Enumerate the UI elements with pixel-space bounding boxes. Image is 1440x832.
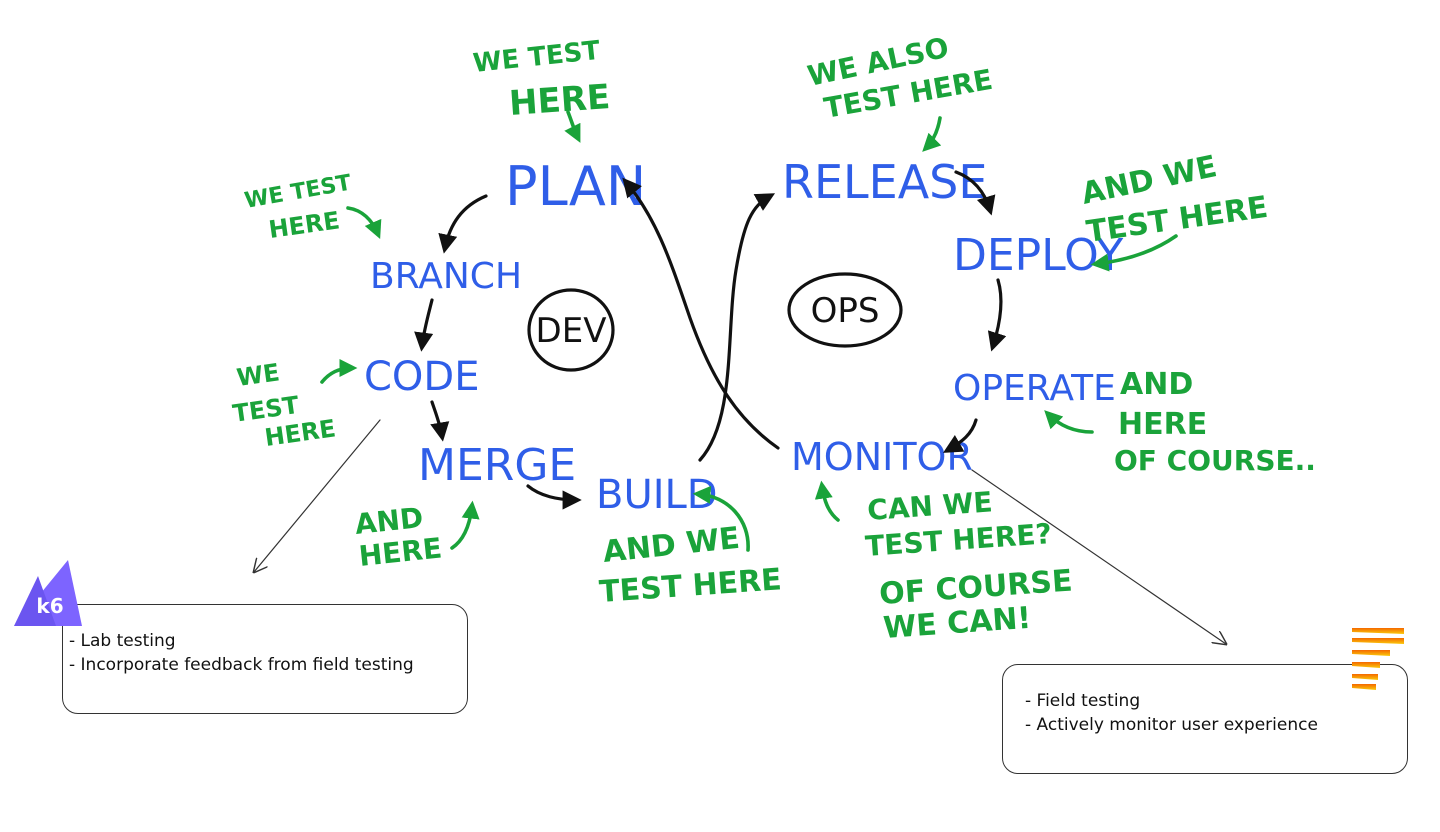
dev-hub: DEV — [527, 288, 615, 372]
note-build-arrow — [692, 485, 750, 552]
stage-plan: PLAN — [505, 155, 646, 218]
note-deploy: AND WE TEST HERE — [1078, 149, 1270, 272]
connector-to-field-box — [971, 469, 1226, 644]
stage-release: RELEASE — [782, 155, 987, 209]
note-plan-line-1: WE TEST — [472, 36, 602, 79]
dev-hub-circle — [527, 288, 615, 372]
k6-logo-icon — [14, 560, 82, 626]
note-code: WE TEST HERE — [231, 358, 358, 452]
note-monitor-line-1: CAN WE — [866, 485, 993, 527]
dev-hub-label: DEV — [536, 311, 607, 351]
note-release: WE ALSO TEST HERE — [805, 31, 995, 152]
stage-merge: MERGE — [418, 440, 576, 491]
lab-testing-item: - Lab testing — [69, 631, 176, 651]
stage-branch: BRANCH — [370, 256, 522, 297]
ops-hub: OPS — [787, 272, 903, 348]
field-testing-box: - Field testing - Actively monitor user … — [1002, 664, 1408, 774]
note-release-arrow — [922, 116, 942, 152]
field-testing-item: - Field testing — [1025, 691, 1141, 711]
arrow-merge-to-build — [526, 484, 582, 510]
note-deploy-arrow — [1090, 234, 1178, 272]
connector-to-lab-box — [254, 419, 381, 572]
field-testing-item: - Actively monitor user experience — [1025, 715, 1318, 735]
arrow-branch-to-code — [414, 298, 434, 352]
note-operate-line-2: HERE — [1118, 407, 1207, 442]
ops-hub-label: OPS — [811, 291, 880, 331]
arrow-code-to-merge — [430, 400, 450, 442]
note-branch-line-2: HERE — [267, 206, 342, 244]
orange-bars-logo-icon — [1352, 628, 1404, 690]
note-plan: WE TEST HERE — [472, 36, 612, 143]
note-operate-line-3: OF COURSE.. — [1114, 444, 1316, 477]
note-operate-line-1: AND — [1120, 367, 1193, 402]
field-testing-list: - Field testing - Actively monitor user … — [1025, 689, 1407, 737]
note-code-arrow — [320, 359, 358, 384]
note-branch: WE TEST HERE — [243, 171, 382, 244]
note-operate-arrow — [1044, 410, 1094, 434]
note-plan-line-2: HERE — [508, 77, 612, 124]
arrow-build-to-release — [698, 193, 776, 462]
note-plan-arrow — [564, 110, 581, 143]
note-monitor-arrow — [814, 480, 840, 522]
note-build-line-1: AND WE — [601, 521, 741, 570]
note-branch-arrow — [346, 206, 382, 239]
stage-operate: OPERATE — [953, 368, 1116, 409]
arrow-plan-to-branch — [438, 194, 488, 254]
note-build-line-2: TEST HERE — [598, 562, 783, 610]
note-merge: AND HERE — [353, 500, 480, 573]
arrow-deploy-to-operate — [987, 278, 1007, 352]
stage-monitor: MONITOR — [791, 435, 973, 479]
arrow-monitor-to-plan — [622, 177, 780, 450]
arrow-release-to-deploy — [954, 170, 996, 216]
note-merge-line-1: AND — [353, 501, 424, 541]
flow-arrows — [414, 170, 1007, 510]
note-merge-arrow — [450, 500, 480, 550]
stage-code: CODE — [364, 354, 480, 400]
lab-testing-box: - Lab testing - Incorporate feedback fro… — [62, 604, 468, 714]
arrow-operate-to-monitor — [942, 418, 978, 453]
note-code-line-1: WE — [235, 358, 281, 392]
note-monitor: CAN WE TEST HERE? OF COURSE WE CAN! — [814, 480, 1074, 646]
k6-logo-text: k6 — [36, 594, 64, 618]
ops-hub-circle — [787, 272, 903, 348]
lab-testing-item: - Incorporate feedback from field testin… — [69, 655, 414, 675]
note-operate: AND HERE OF COURSE.. — [1044, 367, 1316, 477]
lab-testing-list: - Lab testing - Incorporate feedback fro… — [69, 629, 467, 677]
